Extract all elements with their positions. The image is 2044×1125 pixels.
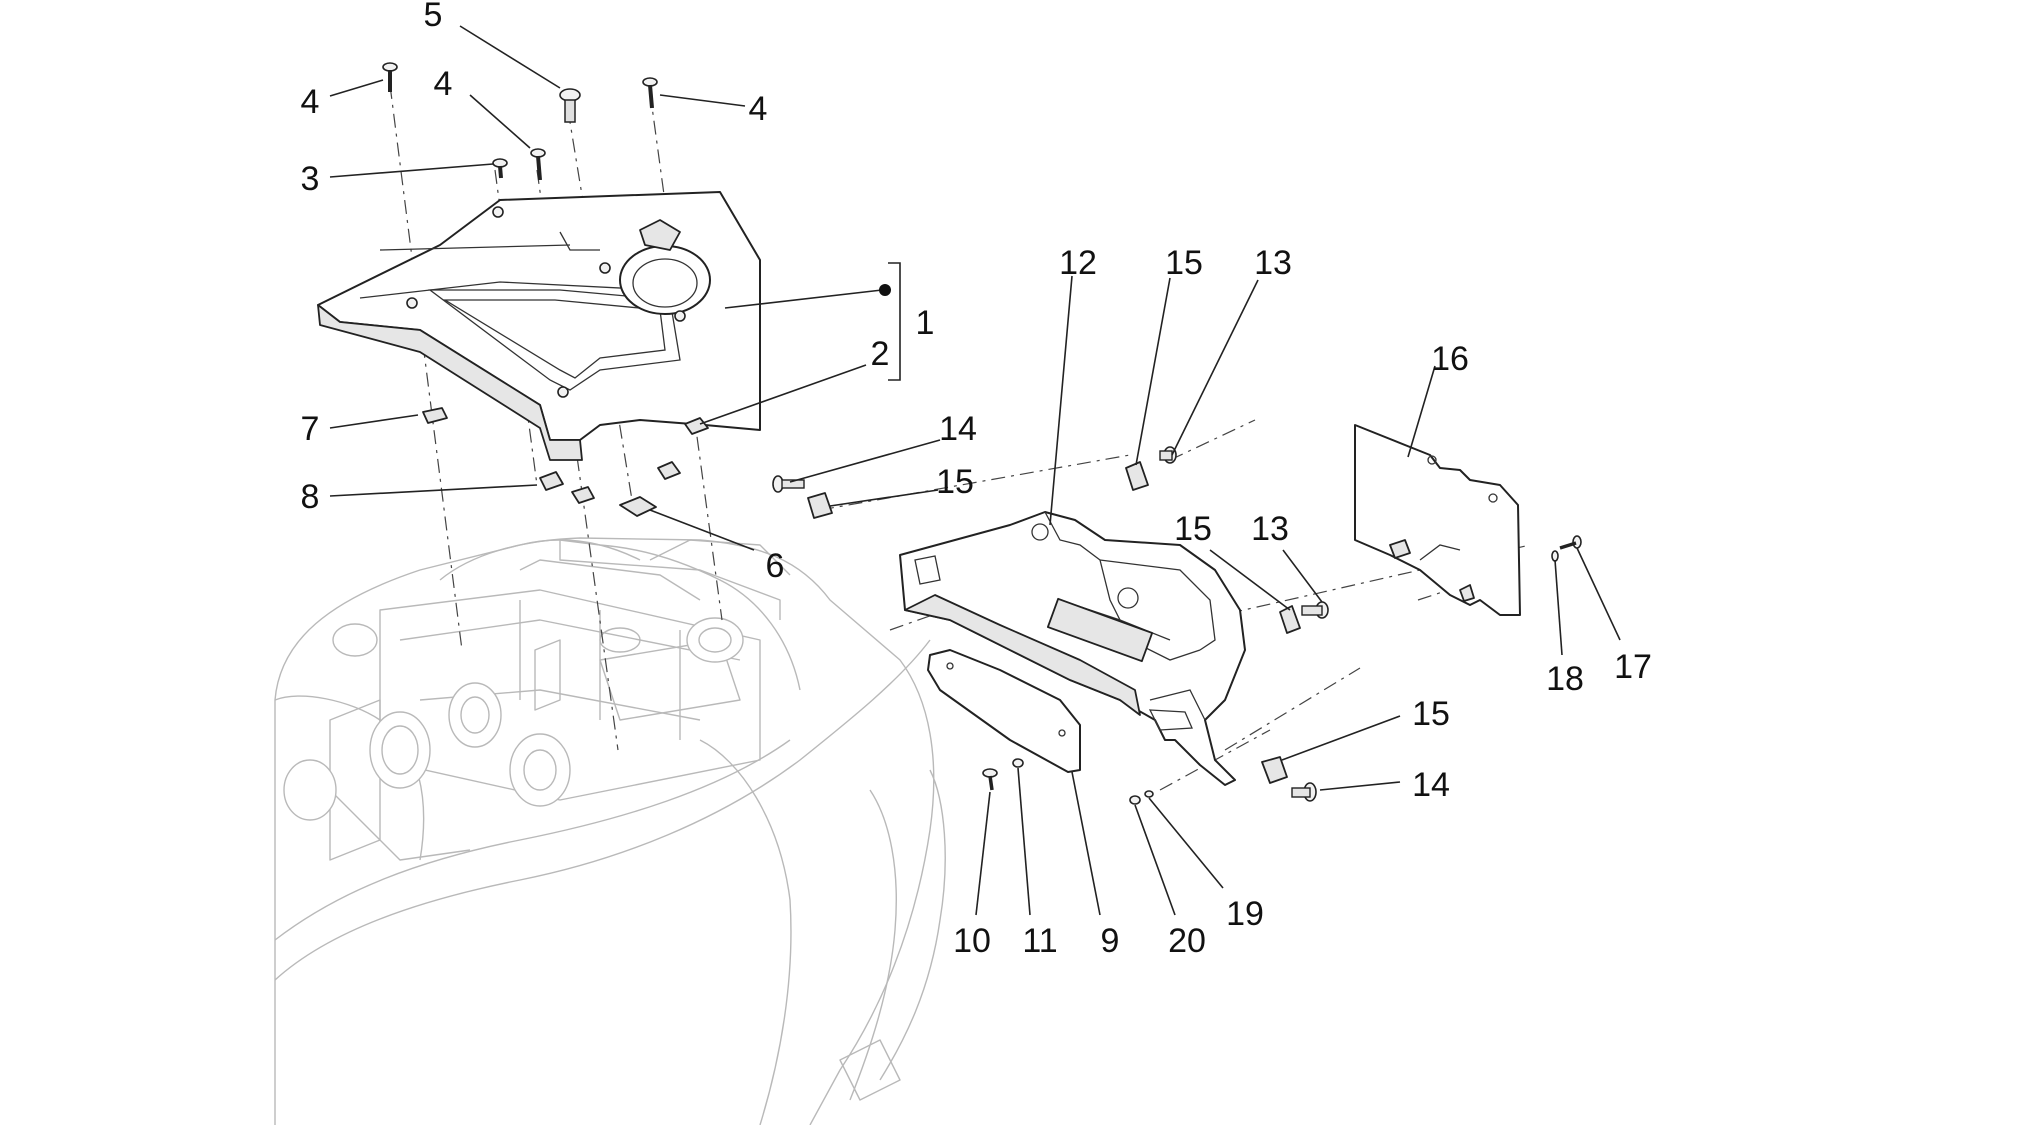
callout-9: 9 <box>1101 922 1120 960</box>
callout-8: 8 <box>301 478 320 516</box>
part-1-rear-cover <box>317 191 761 461</box>
callout-15-lower: 15 <box>1412 695 1450 733</box>
part-9-reflector-strip <box>927 649 1081 773</box>
clip-7 <box>422 407 448 424</box>
screw-4-right <box>642 77 658 109</box>
screw-3 <box>492 158 508 179</box>
callout-12: 12 <box>1059 244 1097 282</box>
part-16-license-plate <box>1354 424 1521 616</box>
clip-2 <box>684 417 709 435</box>
clip-15-lower <box>1261 756 1288 784</box>
callout-11: 11 <box>1022 922 1057 960</box>
callout-18: 18 <box>1546 660 1584 698</box>
clip-8a <box>539 471 564 491</box>
callout-15-mid: 15 <box>1174 510 1212 548</box>
screw-4-middle <box>530 148 546 181</box>
callout-4-middle: 4 <box>434 65 453 103</box>
leader-dot <box>879 284 891 296</box>
callout-20: 20 <box>1168 922 1206 960</box>
callout-19: 19 <box>1226 895 1264 933</box>
screw-13-mid <box>1301 601 1329 619</box>
clip-15-top <box>1125 461 1149 491</box>
nut-20 <box>1129 795 1141 805</box>
callout-15-upper-left: 15 <box>936 463 974 501</box>
callout-1: 1 <box>916 304 935 342</box>
callout-4-right: 4 <box>749 90 768 128</box>
callout-14-lower: 14 <box>1412 766 1450 804</box>
washer-19 <box>1144 790 1154 798</box>
clip-6-upper <box>657 461 681 480</box>
washer-18 <box>1551 550 1559 562</box>
callout-14-upper: 14 <box>939 410 977 448</box>
screw-17 <box>1559 535 1582 550</box>
clip-15-upper-left <box>807 492 833 519</box>
screw-14-upper <box>772 475 805 493</box>
callout-15-top: 15 <box>1165 244 1203 282</box>
callout-labels: 5 4 4 4 3 1 2 7 8 6 14 15 12 15 13 16 15… <box>301 0 1652 960</box>
callout-13-mid: 13 <box>1251 510 1289 548</box>
callout-13-top: 13 <box>1254 244 1292 282</box>
callout-2: 2 <box>871 335 890 373</box>
part-12-rear-mudguard <box>899 511 1246 786</box>
callout-17: 17 <box>1614 648 1652 686</box>
clip-8b <box>571 486 595 504</box>
callout-3: 3 <box>301 160 320 198</box>
screw-10 <box>982 768 998 791</box>
callout-7: 7 <box>301 410 320 448</box>
callout-16: 16 <box>1431 340 1469 378</box>
screw-4-left <box>382 62 398 92</box>
screw-14-lower <box>1291 782 1317 802</box>
clip-15-mid <box>1279 605 1301 634</box>
callout-6: 6 <box>766 547 785 585</box>
washer-11 <box>1012 758 1024 768</box>
clip-6 <box>619 496 657 517</box>
scooter-body-outline <box>274 537 946 1125</box>
leader-lines <box>329 25 1621 916</box>
callout-10: 10 <box>953 922 991 960</box>
screw-5 <box>559 88 581 123</box>
screw-13-top <box>1159 446 1177 464</box>
callout-4-left: 4 <box>301 83 320 121</box>
callout-5: 5 <box>424 0 443 34</box>
